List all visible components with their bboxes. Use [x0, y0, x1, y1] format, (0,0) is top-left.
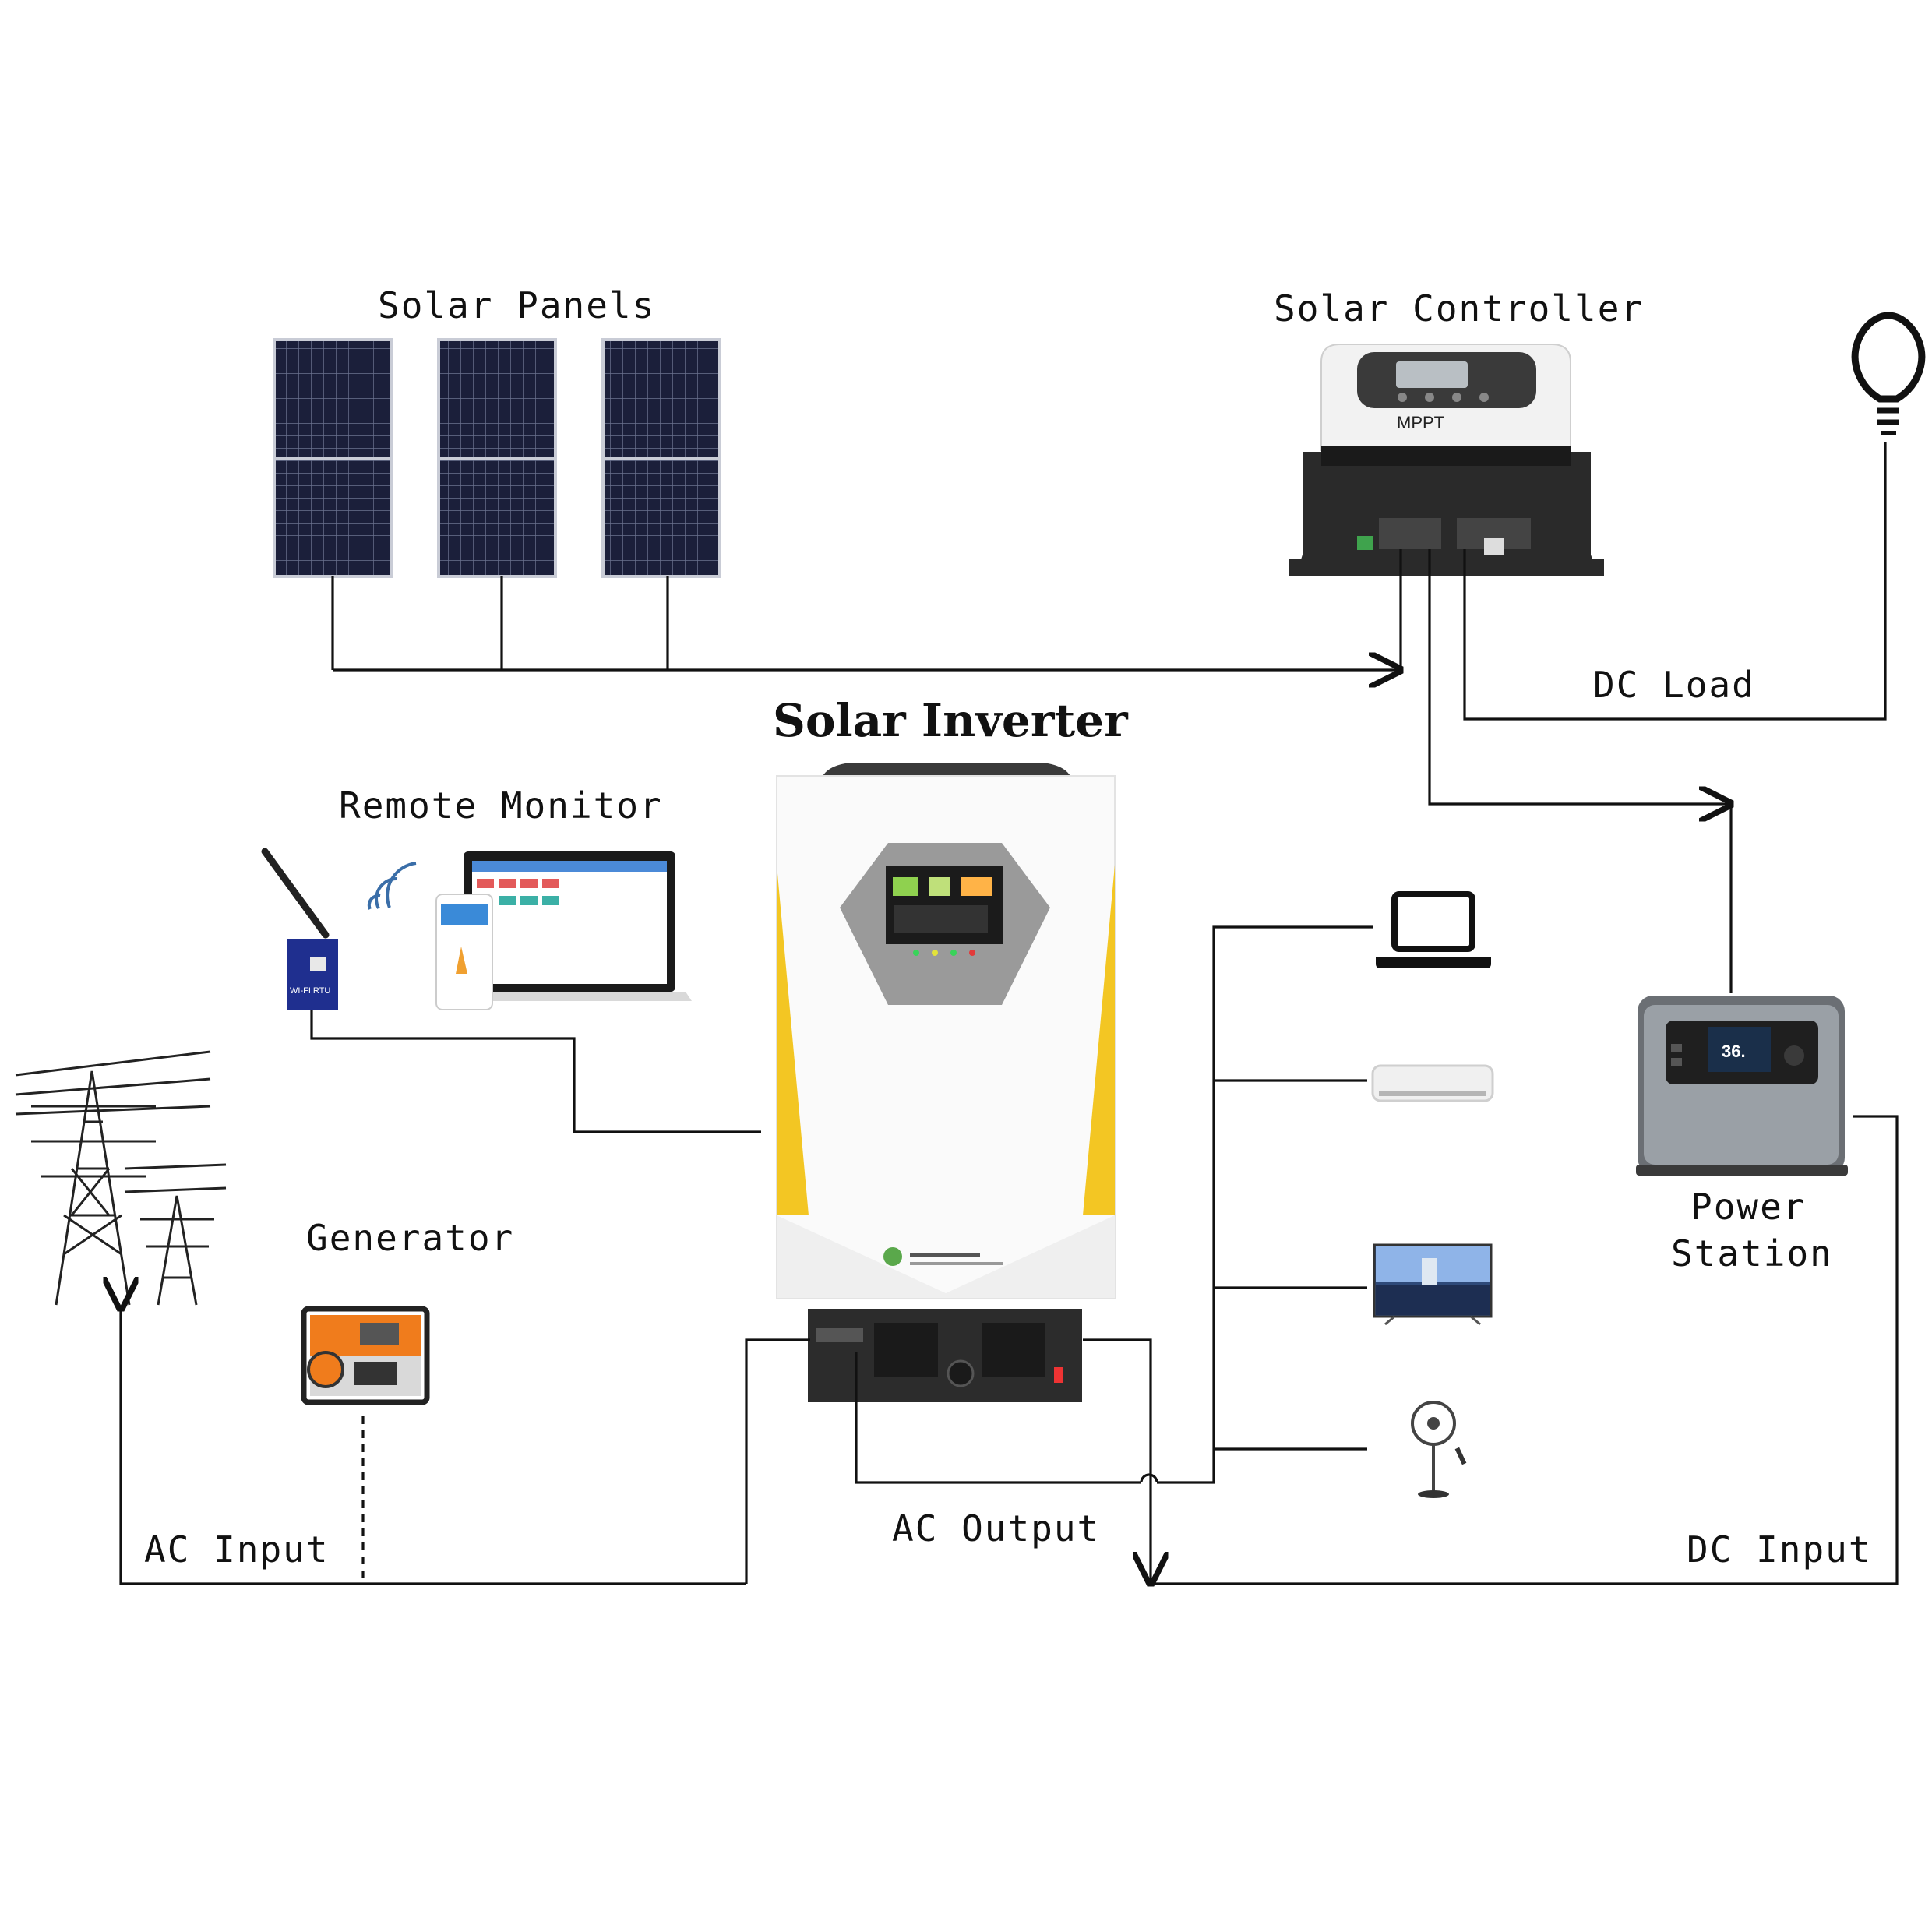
generator	[301, 1306, 430, 1405]
power-station-display-text: 36.	[1722, 1042, 1746, 1061]
rtu-label-text: WI-FI RTU	[290, 986, 330, 996]
label-power-station-line1: Power	[1690, 1186, 1806, 1228]
label-power-station-line2: Station	[1671, 1232, 1833, 1274]
laptop-monitor	[447, 851, 692, 1001]
wire-controller-to-dc-load	[1463, 442, 1887, 721]
transmission-towers-icon	[15, 1050, 227, 1306]
label-solar-panels: Solar Panels	[378, 284, 655, 326]
air-conditioner-icon	[1371, 1064, 1494, 1102]
label-ac-output: AC Output	[892, 1507, 1100, 1549]
laptop-icon	[1376, 891, 1491, 968]
label-remote-monitor: Remote Monitor	[339, 784, 663, 827]
solar-panel-1	[273, 338, 393, 578]
television-icon	[1373, 1243, 1493, 1326]
phone-monitor	[435, 894, 493, 1010]
solar-controller: MPPT	[1289, 344, 1604, 576]
fan-icon	[1411, 1401, 1467, 1498]
label-dc-load: DC Load	[1593, 664, 1755, 706]
wire-controller-to-power-station	[1428, 549, 1731, 804]
controller-brand-text: MPPT	[1397, 413, 1444, 432]
connection-wires	[121, 442, 1899, 1585]
label-dc-input: DC Input	[1687, 1528, 1872, 1571]
label-ac-input: AC Input	[144, 1528, 330, 1571]
wire-grid-ac-input	[121, 1309, 746, 1585]
wifi-signal-icon	[367, 862, 417, 910]
wire-rtu-to-inverter	[310, 1010, 761, 1133]
solar-inverter	[776, 763, 1116, 1402]
wire-ac-output-hop	[1140, 1473, 1158, 1483]
label-solar-controller: Solar Controller	[1274, 287, 1644, 330]
light-bulb-icon	[1851, 312, 1926, 435]
wire-dc-input	[1151, 1115, 1899, 1585]
solar-panel-2	[437, 338, 557, 578]
wire-ac-output	[855, 925, 1373, 1484]
label-generator: Generator	[306, 1217, 514, 1259]
solar-panel-3	[601, 338, 721, 578]
diagram-title: Solar Inverter	[773, 694, 1129, 747]
remote-monitor: WI-FI RTU	[261, 848, 692, 1010]
solar-panels	[273, 338, 721, 578]
wire-inverter-ac-input	[745, 1338, 810, 1584]
wire-inverter-dc-input	[1083, 1338, 1151, 1584]
portable-power-station: 36.	[1636, 996, 1848, 1176]
